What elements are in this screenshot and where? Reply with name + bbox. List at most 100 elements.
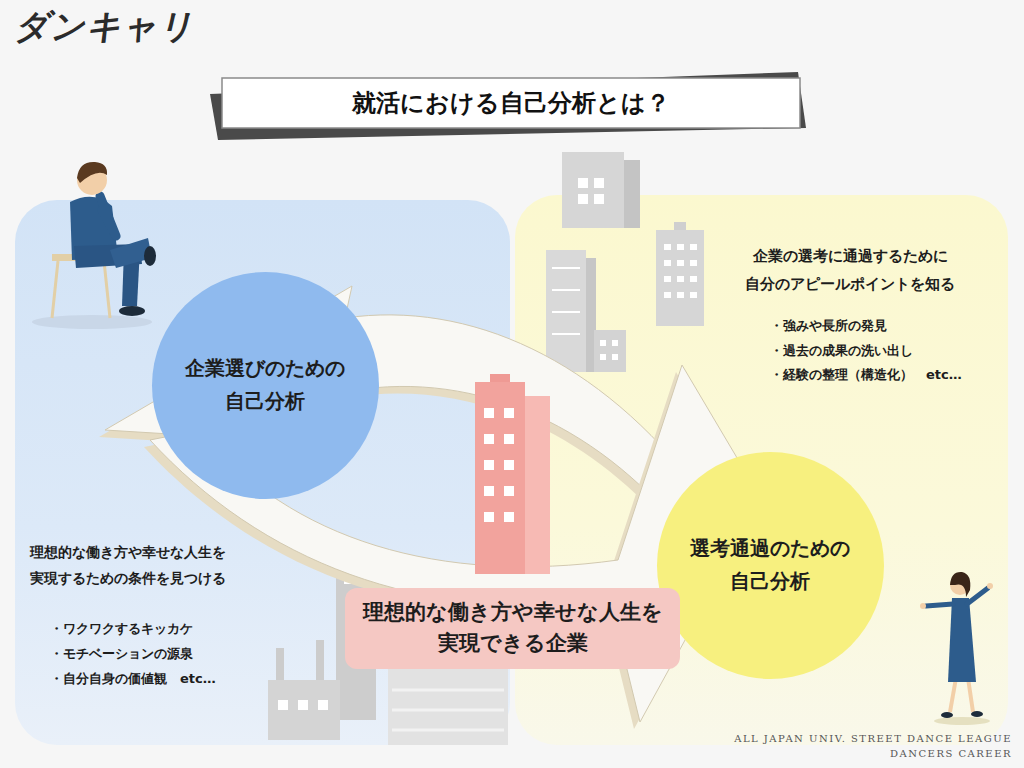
footer-text: ALL JAPAN UNIV. STREET DANCE LEAGUE <box>0 733 1012 744</box>
window <box>677 244 684 250</box>
window <box>600 354 606 360</box>
text-slot: ・ワクワクするキッカケ <box>50 620 193 638</box>
leg <box>950 678 956 712</box>
bullet-item: ・強みや長所の発見 <box>770 317 887 335</box>
panel-heading: 企業の選考に通過するために 自分のアピールポイントを知る <box>700 243 1000 299</box>
chimney <box>316 640 324 680</box>
leg <box>968 678 973 712</box>
text-slot: ・過去の成果の洗い出し <box>770 342 913 360</box>
building <box>388 668 508 745</box>
window <box>612 340 618 346</box>
window <box>578 178 588 188</box>
window <box>484 408 494 418</box>
arm <box>967 588 988 604</box>
arrow-left <box>105 286 700 505</box>
building-line <box>552 267 580 269</box>
shoe <box>119 306 145 316</box>
building-side <box>525 396 550 574</box>
box-label: 理想的な働き方や幸せな人生を 実現できる企業 <box>360 597 665 660</box>
bullet-item: ・ワクワクするキッカケ <box>50 620 193 638</box>
title-shadow <box>210 72 806 140</box>
shoe <box>941 712 953 718</box>
window <box>677 276 684 282</box>
hair <box>77 162 107 183</box>
window <box>690 292 697 298</box>
arrow-right <box>150 365 762 722</box>
window <box>504 460 514 470</box>
window <box>664 276 671 282</box>
building-line <box>392 689 504 692</box>
window <box>664 244 671 250</box>
pink-box: 理想的な働き方や幸せな人生を 実現できる企業 <box>345 588 680 669</box>
window <box>278 700 288 710</box>
text-slot: 企業の選考に通過するために 自分のアピールポイントを知る <box>700 243 1000 299</box>
dress <box>948 598 976 682</box>
window <box>677 292 684 298</box>
building <box>594 330 626 372</box>
text-slot: 理想的な働き方や幸せな人生を 実現するための条件を見つける <box>30 540 310 592</box>
title-text: 就活における自己分析とは？ <box>222 78 800 128</box>
building <box>562 152 624 228</box>
circle-label: 企業選びのための 自己分析 <box>152 352 379 418</box>
window <box>600 340 606 346</box>
building-side <box>624 160 640 228</box>
bullet-item: ・自分自身の価値観 etc… <box>50 670 216 688</box>
building <box>475 382 525 574</box>
shoe <box>144 246 156 266</box>
window <box>504 486 514 496</box>
window <box>484 460 494 470</box>
window <box>504 408 514 418</box>
text-slot: ・経験の整理（構造化） etc… <box>770 366 962 384</box>
window <box>594 178 604 188</box>
bullet-item: ・経験の整理（構造化） etc… <box>770 366 962 384</box>
text-slot: ALL JAPAN UNIV. STREET DANCE LEAGUE <box>0 733 1012 744</box>
window <box>677 260 684 266</box>
arm <box>926 604 953 606</box>
thinking-man <box>32 162 156 329</box>
hand <box>987 583 993 589</box>
window <box>690 244 697 250</box>
window <box>318 700 328 710</box>
text-slot: DANCERS CAREER <box>0 748 1012 759</box>
stool-leg <box>52 261 58 318</box>
blue-circle: 企業選びのための 自己分析 <box>152 272 379 499</box>
window <box>690 260 697 266</box>
yellow-circle: 選考通過のための 自己分析 <box>657 452 884 679</box>
hand <box>920 603 926 609</box>
floor-shadow <box>32 315 152 329</box>
floor-shadow <box>934 717 990 725</box>
window <box>612 354 618 360</box>
building-line <box>392 729 504 732</box>
building <box>546 250 586 372</box>
curved-arrows <box>99 286 762 729</box>
window <box>594 194 604 204</box>
text-slot: 就活における自己分析とは？ <box>222 78 800 128</box>
building-line <box>392 709 504 712</box>
stool-leg <box>104 261 110 318</box>
building <box>656 230 704 326</box>
shoe <box>971 711 983 717</box>
window <box>578 194 588 204</box>
bullet-item: ・過去の成果の洗い出し <box>770 342 913 360</box>
window <box>484 434 494 444</box>
text-slot: ・モチベーションの源泉 <box>50 645 193 663</box>
footer-text: DANCERS CAREER <box>0 748 1012 759</box>
hair <box>950 572 970 597</box>
cheering-woman <box>920 572 993 725</box>
title-box <box>222 78 800 128</box>
building-line <box>552 289 580 291</box>
grey-buildings <box>546 152 704 372</box>
window <box>484 486 494 496</box>
window <box>484 512 494 522</box>
logo-text: ダンキャリ <box>14 4 194 50</box>
window <box>690 276 697 282</box>
building-top <box>674 222 686 230</box>
bullet-item: ・モチベーションの源泉 <box>50 645 193 663</box>
chimney <box>276 648 284 680</box>
window <box>664 260 671 266</box>
text-slot: ・強みや長所の発見 <box>770 317 887 335</box>
factory <box>268 680 340 740</box>
circle-label: 選考通過のための 自己分析 <box>657 532 884 598</box>
window <box>298 700 308 710</box>
